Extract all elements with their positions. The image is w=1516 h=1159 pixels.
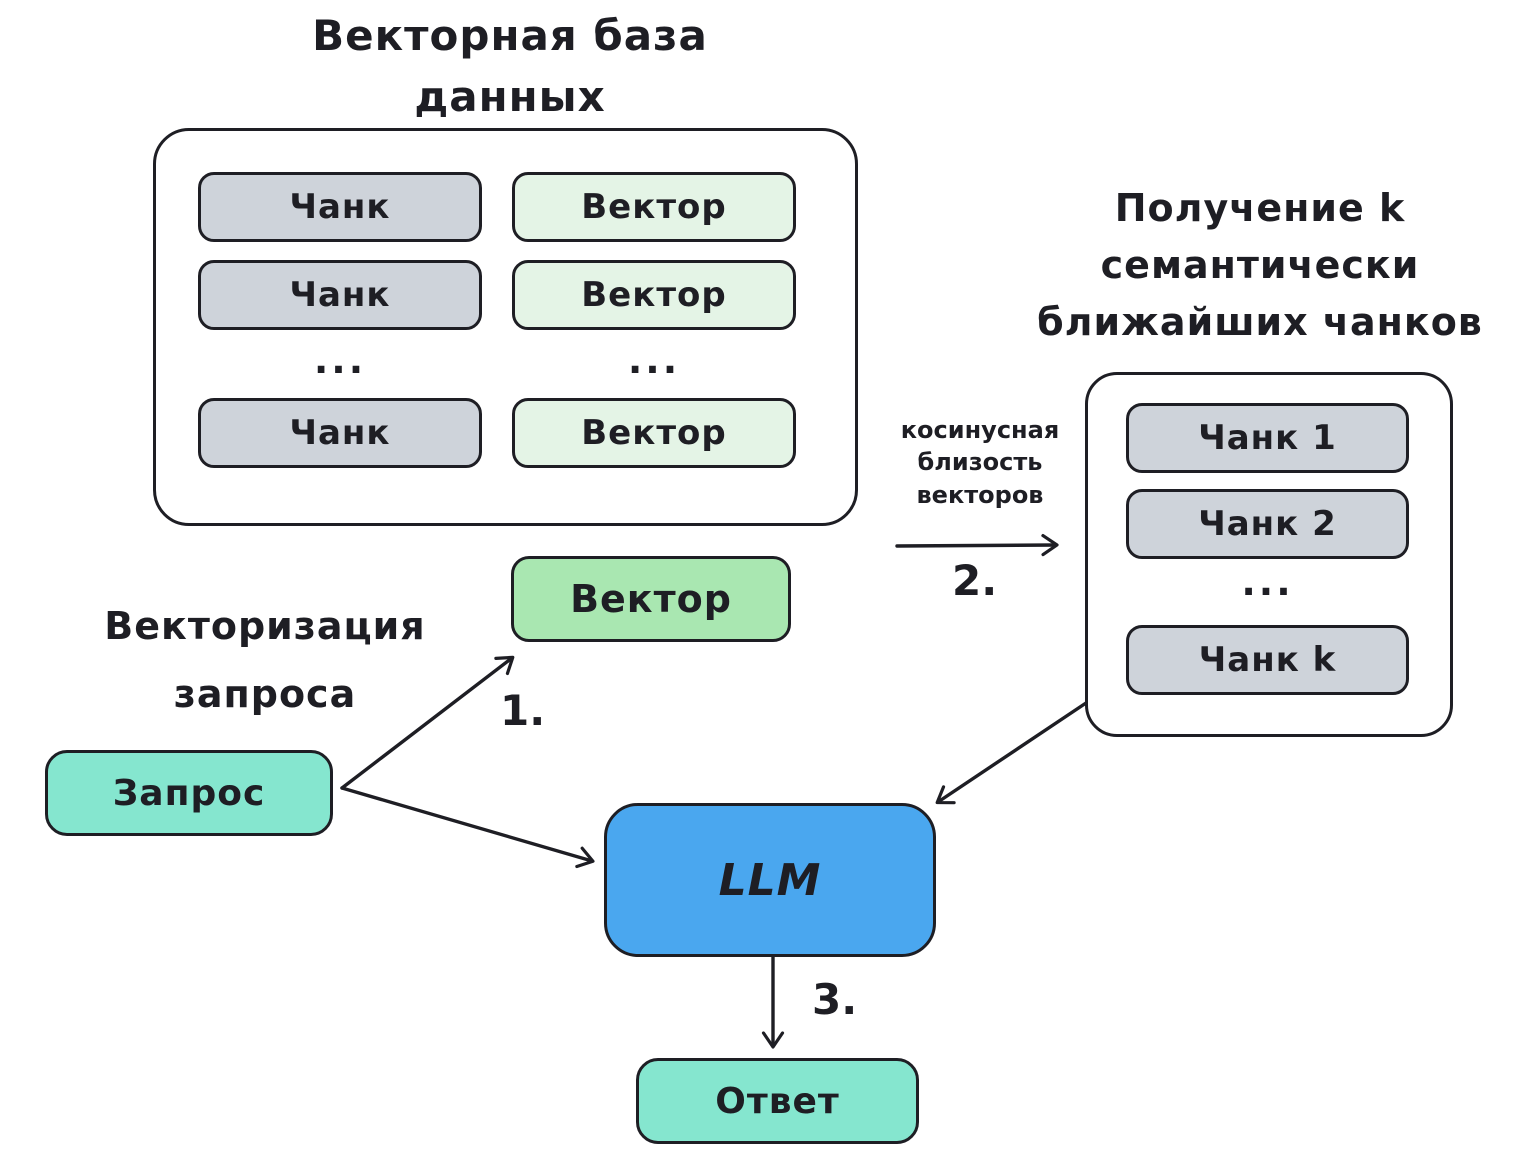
vector-cell-1: Вектор (512, 172, 796, 242)
retrieval-ellipsis: ... (1241, 560, 1294, 604)
query-box: Запрос (45, 750, 333, 836)
vectorization-label-line1: Векторизация (104, 604, 426, 648)
retrieval-title-line2: семантически (1100, 243, 1420, 287)
db-ellipsis-vectors: ... (627, 338, 681, 382)
vector-db-title-line1: Векторная база (312, 11, 708, 60)
query-vector-box: Вектор (511, 556, 791, 642)
vectorization-label: Векторизация запроса (100, 592, 430, 729)
step-2-label: 2. (952, 556, 998, 605)
arrow-retrieval-to-llm (935, 701, 1088, 805)
retrieval-chunk-k: Чанк k (1126, 625, 1409, 695)
chunk-cell-2: Чанк (198, 260, 482, 330)
arrow-query-to-query-vector (340, 655, 515, 790)
retrieval-title: Получение k семантически ближайших чанко… (1020, 180, 1500, 351)
arrow-query-to-llm (340, 786, 595, 869)
vector-db-title-line2: данных (414, 71, 606, 121)
retrieval-chunk-2: Чанк 2 (1126, 489, 1409, 559)
cosine-label-line3: векторов (916, 480, 1044, 509)
db-ellipsis-chunks: ... (313, 338, 367, 382)
vector-cell-3: Вектор (512, 398, 796, 468)
chunk-cell-3: Чанк (198, 398, 482, 468)
retrieval-title-line1: Получение k (1114, 186, 1406, 230)
cosine-label-line2: близость (917, 448, 1043, 477)
vector-db-title: Векторная база данных (230, 6, 790, 128)
retrieval-chunk-1: Чанк 1 (1126, 403, 1409, 473)
retrieval-title-line3: ближайших чанков (1037, 300, 1483, 344)
arrow-db-to-retrieval (895, 533, 1059, 557)
vector-cell-2: Вектор (512, 260, 796, 330)
vectorization-label-line2: запроса (173, 672, 357, 717)
step-3-label: 3. (812, 975, 858, 1024)
step-1-label: 1. (500, 686, 546, 735)
chunk-cell-1: Чанк (198, 172, 482, 242)
cosine-label-line1: косинусная (900, 416, 1060, 444)
llm-box: LLM (604, 803, 936, 957)
cosine-similarity-label: косинусная близость векторов (880, 414, 1080, 511)
answer-box: Ответ (636, 1058, 919, 1144)
